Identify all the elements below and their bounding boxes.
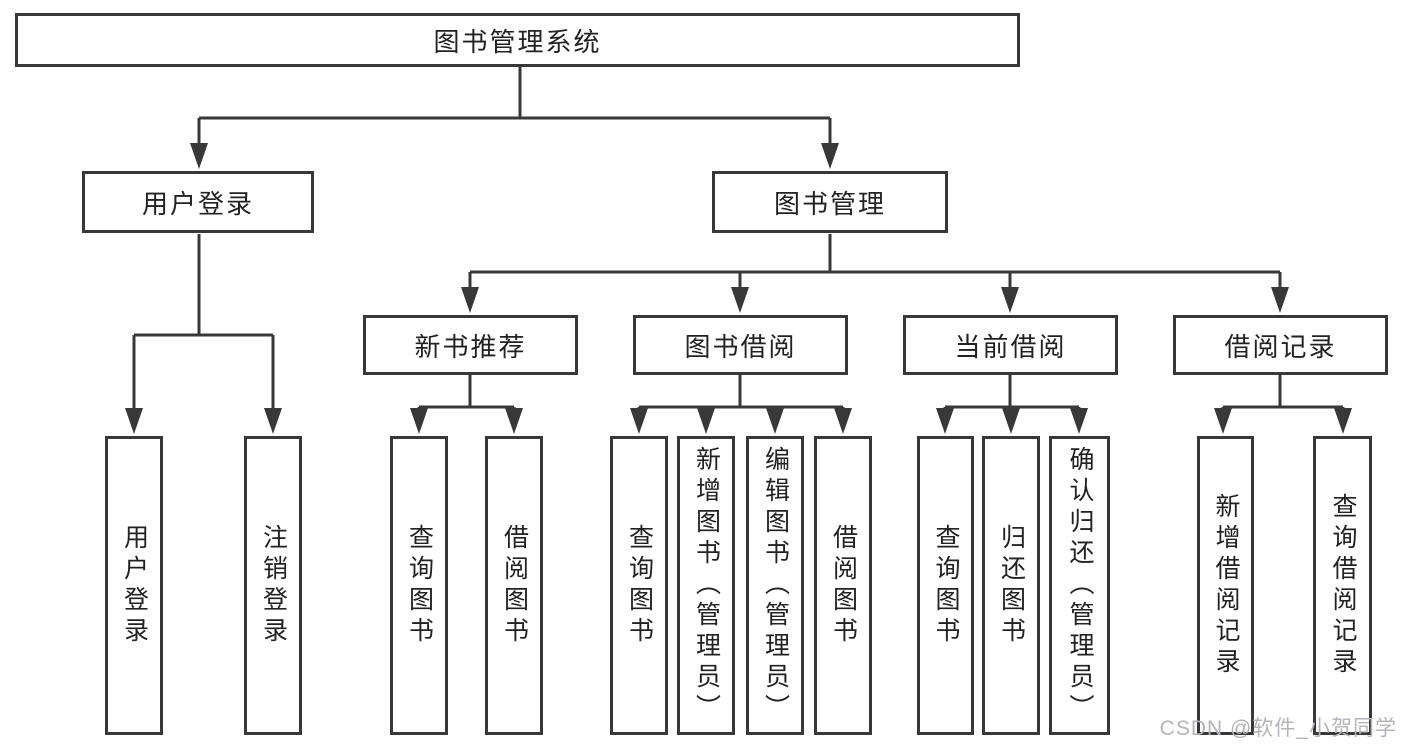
leaf-query-borrow-record: 查询借阅记录	[1313, 436, 1372, 735]
node-label: 当前借阅	[954, 331, 1067, 362]
connector-paths	[132, 67, 1345, 412]
node-new-book-recommendation: 新书推荐	[363, 315, 578, 375]
leaf-label: 注销登录	[259, 523, 288, 648]
node-borrowing-records: 借阅记录	[1173, 315, 1388, 375]
node-label: 用户登录	[141, 188, 254, 219]
leaf-query-books-borrowing: 查询图书	[610, 436, 668, 735]
leaf-label: 查询借阅记录	[1329, 492, 1357, 679]
arrowheads	[125, 143, 1352, 434]
leaf-label: 编辑图书（管理员）	[761, 446, 790, 725]
leaf-label: 借阅图书	[829, 523, 858, 648]
node-book-borrowing: 图书借阅	[633, 315, 848, 375]
leaf-query-books-recommend: 查询图书	[390, 436, 448, 735]
leaf-label: 新增借阅记录	[1212, 492, 1240, 679]
leaf-label: 确认归还（管理员）	[1066, 446, 1094, 725]
node-label: 图书管理系统	[433, 26, 602, 57]
leaf-label: 查询图书	[625, 523, 654, 648]
leaf-user-login: 用户登录	[105, 436, 163, 735]
leaf-label: 借阅图书	[500, 523, 529, 648]
leaf-label: 新增图书（管理员）	[692, 446, 721, 725]
leaf-confirm-return-admin: 确认归还（管理员）	[1049, 436, 1110, 735]
node-book-management: 图书管理	[712, 171, 948, 233]
leaf-query-books-current: 查询图书	[917, 436, 974, 735]
leaf-borrow-books-borrowing: 借阅图书	[814, 436, 872, 735]
leaf-label: 归还图书	[997, 523, 1026, 648]
leaf-label: 用户登录	[120, 523, 149, 648]
node-label: 图书借阅	[684, 331, 797, 362]
node-library-management-system: 图书管理系统	[15, 13, 1020, 67]
leaf-edit-book-admin: 编辑图书（管理员）	[746, 436, 804, 735]
csdn-watermark: CSDN @软件_小贺同学	[1159, 717, 1397, 740]
leaf-label: 查询图书	[405, 523, 434, 648]
leaf-return-book: 归还图书	[982, 436, 1040, 735]
node-user-login: 用户登录	[82, 171, 314, 233]
node-label: 图书管理	[773, 188, 886, 219]
leaf-add-borrow-record: 新增借阅记录	[1197, 436, 1254, 735]
node-label: 借阅记录	[1224, 331, 1337, 362]
node-label: 新书推荐	[414, 331, 527, 362]
leaf-label: 查询图书	[932, 523, 960, 648]
leaf-add-book-admin: 新增图书（管理员）	[677, 436, 735, 735]
node-current-borrowing: 当前借阅	[903, 315, 1118, 375]
leaf-logout: 注销登录	[244, 436, 302, 735]
leaf-borrow-books-recommend: 借阅图书	[485, 436, 543, 735]
